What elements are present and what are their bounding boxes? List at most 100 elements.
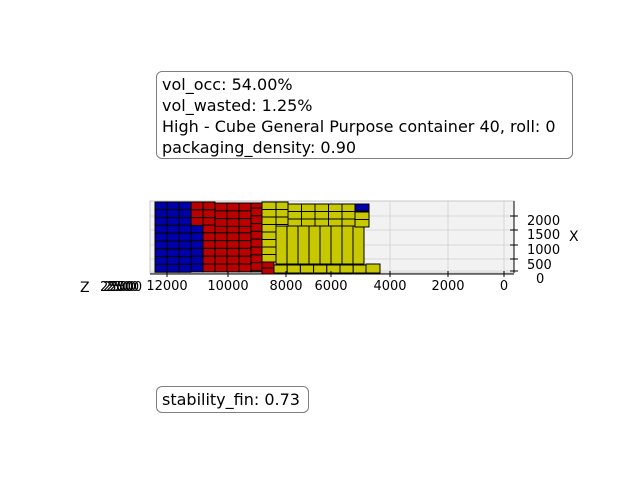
packed-box <box>190 240 204 249</box>
packed-box <box>214 240 228 249</box>
packed-box <box>166 248 180 258</box>
x-tick-label: 0 <box>536 272 544 287</box>
x-tick-label: 2000 <box>527 214 560 229</box>
packed-box <box>154 217 168 226</box>
packed-box <box>202 209 216 219</box>
packed-box <box>178 224 192 234</box>
packed-box <box>178 263 192 273</box>
packed-box <box>178 240 192 250</box>
packed-box <box>238 218 252 227</box>
packed-box <box>339 264 354 274</box>
packed-box <box>365 263 381 274</box>
packed-box <box>275 201 289 210</box>
packed-box <box>214 202 228 212</box>
metrics-info-box: vol_occ: 54.00% vol_wasted: 1.25% High -… <box>156 71 573 159</box>
packed-box <box>238 202 252 212</box>
packed-box <box>166 201 180 211</box>
packed-box <box>352 225 365 265</box>
packed-box <box>202 232 216 242</box>
packed-box <box>352 264 367 274</box>
packed-box <box>313 264 328 274</box>
y-tick-label: 2000 <box>431 279 464 294</box>
z-tick-label: 2500 <box>103 280 136 295</box>
x-tick-label: 1500 <box>527 228 560 243</box>
packed-box <box>202 240 216 249</box>
y-tick-label: 6000 <box>314 279 347 294</box>
packed-box <box>328 211 343 220</box>
y-tick-label: 12000 <box>146 279 187 294</box>
packed-box <box>330 225 343 265</box>
packed-box <box>299 264 315 274</box>
packed-box <box>178 232 192 242</box>
packed-box <box>250 215 263 225</box>
packed-box <box>261 261 275 269</box>
packed-box <box>214 210 228 220</box>
packed-box <box>341 211 356 220</box>
packed-box <box>261 209 277 218</box>
packed-box <box>238 210 252 220</box>
packed-box <box>273 264 288 274</box>
packed-box <box>261 201 277 210</box>
packed-box <box>178 201 192 211</box>
packed-box <box>328 203 343 212</box>
packed-box <box>154 224 168 234</box>
packaging-density-text: packaging_density: 0.90 <box>162 138 357 157</box>
y-tick-label: 4000 <box>373 279 406 294</box>
packed-box <box>190 263 204 273</box>
packed-box <box>226 255 240 265</box>
packed-box <box>190 247 204 257</box>
packed-box <box>202 263 216 273</box>
packed-box <box>250 223 263 232</box>
packed-box <box>341 225 354 265</box>
packed-box <box>202 217 216 226</box>
packed-box <box>275 216 289 225</box>
packed-box <box>275 225 288 265</box>
packed-box <box>166 256 180 265</box>
packed-box <box>301 211 316 220</box>
packed-box <box>154 232 168 242</box>
packed-box <box>238 255 252 265</box>
y-tick-label: 10000 <box>207 279 248 294</box>
packed-box <box>326 264 341 274</box>
packed-box <box>154 240 168 250</box>
packed-box <box>314 218 329 227</box>
packed-box <box>226 240 240 249</box>
y-tick-label: 8000 <box>269 279 302 294</box>
packed-box <box>226 232 240 242</box>
z-tick-label: 2500 <box>109 280 142 295</box>
packed-box <box>250 262 263 271</box>
packed-box <box>178 217 192 226</box>
packed-box <box>190 217 204 226</box>
packed-box <box>190 201 204 211</box>
packed-box <box>250 254 263 264</box>
packed-box <box>154 263 168 273</box>
packed-box <box>226 247 240 257</box>
packed-box <box>250 207 263 217</box>
packed-box <box>190 209 204 219</box>
packed-box <box>287 211 302 220</box>
packed-box <box>238 232 252 242</box>
packed-box <box>261 239 277 248</box>
packed-box <box>226 218 240 227</box>
x-tick-label: 1000 <box>527 243 560 258</box>
x-tick-label: 500 <box>527 258 552 273</box>
packed-box <box>286 264 301 274</box>
packed-box <box>226 202 240 212</box>
packed-box <box>154 209 168 219</box>
packed-box <box>287 218 302 227</box>
z-tick-label: 2500 <box>106 280 139 295</box>
tick-marks <box>166 215 518 277</box>
packed-box <box>154 248 168 258</box>
packed-box <box>275 209 289 218</box>
packed-box <box>301 203 316 212</box>
packed-box <box>238 247 252 257</box>
packed-box <box>226 210 240 220</box>
packed-box <box>214 263 228 273</box>
packed-box <box>190 255 204 265</box>
packed-box <box>261 224 277 233</box>
packed-box <box>190 224 204 234</box>
packed-boxes <box>154 201 381 275</box>
packed-box <box>314 211 329 220</box>
vol-wasted-text: vol_wasted: 1.25% <box>162 96 313 115</box>
packed-box <box>250 246 263 256</box>
